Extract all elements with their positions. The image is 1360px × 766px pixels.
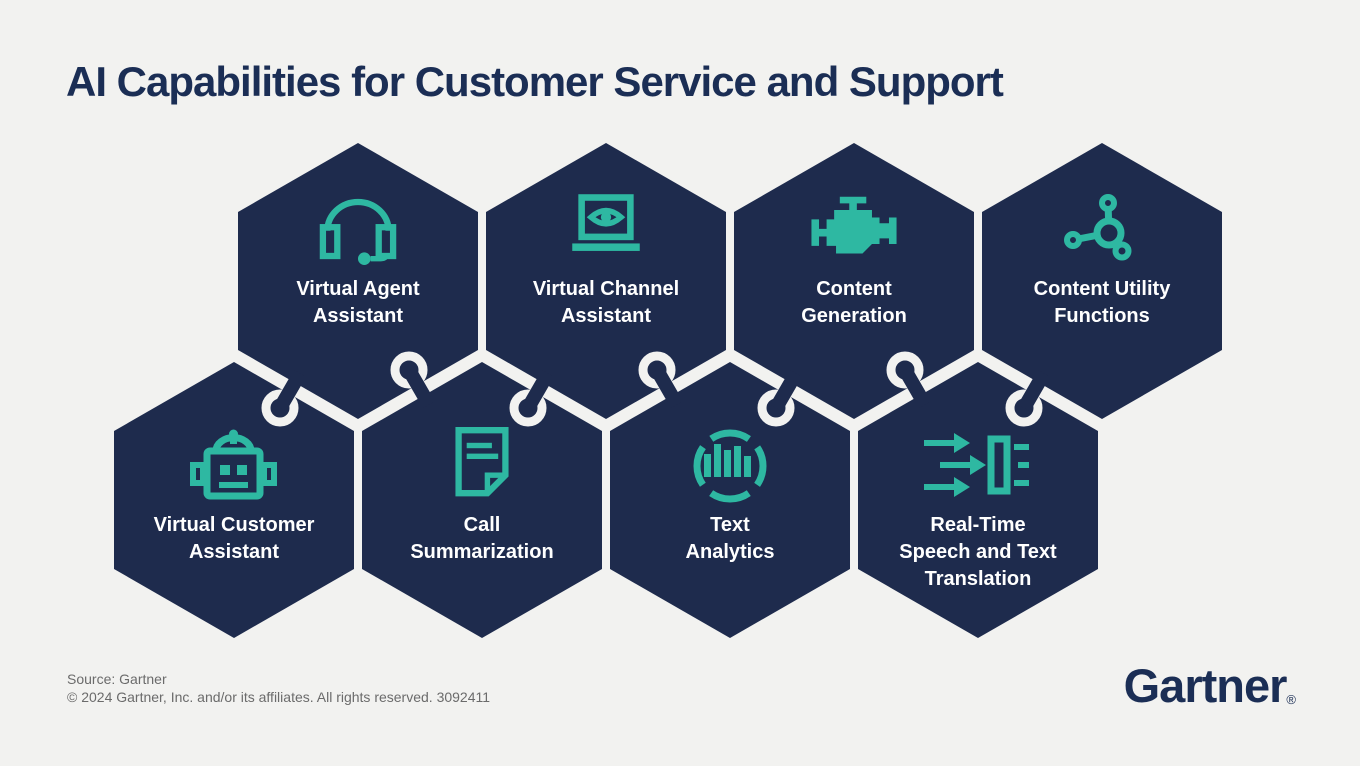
puzzle-knob: [638, 351, 684, 409]
hexagon-virtual-customer-assistant: [114, 362, 354, 638]
robot-icon: [186, 423, 281, 508]
hexagon-label-content-generation: Content Generation: [729, 276, 979, 330]
label-line: Real-Time: [930, 514, 1026, 536]
label-line: Call: [463, 514, 501, 536]
hexagon-real-time-translation: [858, 362, 1098, 638]
footer: Source: Gartner © 2024 Gartner, Inc. and…: [67, 670, 490, 706]
label-line: Assistant: [560, 305, 652, 327]
label-line: Text: [710, 514, 750, 536]
hexagon-virtual-channel-assistant: [486, 143, 726, 419]
registered-trademark-icon: ®: [1286, 692, 1296, 707]
document-icon: [446, 423, 518, 504]
copyright-note: © 2024 Gartner, Inc. and/or its affiliat…: [67, 689, 491, 705]
label-line: Content Utility: [1033, 278, 1171, 300]
label-line: Analytics: [685, 541, 775, 563]
hexagon-label-text-analytics: Text Analytics: [605, 512, 855, 566]
label-line: Speech and Text: [899, 541, 1057, 563]
page-title: AI Capabilities for Customer Service and…: [66, 58, 1004, 105]
bar-chart-circle-icon: [687, 423, 772, 508]
label-line: Assistant: [312, 305, 404, 327]
label-line: Functions: [1054, 305, 1150, 327]
label-line: Assistant: [188, 541, 280, 563]
hexagon-call-summarization: [362, 362, 602, 638]
gartner-logo: Gartner ®: [1124, 658, 1296, 713]
label-line: Virtual Customer: [153, 514, 315, 536]
hexagon-shapes: [114, 143, 1222, 638]
hexagon-label-virtual-agent-assistant: Virtual Agent Assistant: [233, 276, 483, 330]
label-line: Content: [816, 278, 892, 300]
engine-icon: [802, 189, 906, 265]
hexagon-label-virtual-channel-assistant: Virtual Channel Assistant: [481, 276, 731, 330]
source-note: Source: Gartner: [67, 671, 167, 687]
hexagon-content-generation: [734, 143, 974, 419]
label-line: Virtual Channel: [532, 278, 680, 300]
label-line: Generation: [801, 305, 907, 327]
puzzle-knob: [886, 351, 932, 409]
translation-arrows-icon: [924, 428, 1034, 503]
hexagon-label-real-time-translation: Real-Time Speech and Text Translation: [853, 512, 1103, 593]
gartner-logo-text: Gartner: [1123, 659, 1288, 712]
hexagon-label-virtual-customer-assistant: Virtual Customer Assistant: [109, 512, 359, 566]
label-line: Summarization: [410, 541, 554, 563]
hexagon-content-utility-functions: [982, 143, 1222, 419]
puzzle-knob: [261, 369, 307, 427]
hexagon-virtual-agent-assistant: [238, 143, 478, 419]
hexagon-label-content-utility-functions: Content Utility Functions: [977, 276, 1227, 330]
puzzle-knobs: [261, 351, 1051, 427]
puzzle-knob: [757, 369, 803, 427]
laptop-eye-icon: [559, 190, 653, 265]
network-nodes-icon: [1061, 189, 1141, 265]
puzzle-knob: [509, 369, 555, 427]
label-line: Virtual Agent: [296, 278, 420, 300]
hexagon-label-call-summarization: Call Summarization: [357, 512, 607, 566]
puzzle-knob: [1005, 369, 1051, 427]
headset-icon: [313, 184, 403, 265]
puzzle-knob: [390, 351, 436, 409]
label-line: Translation: [924, 568, 1032, 590]
